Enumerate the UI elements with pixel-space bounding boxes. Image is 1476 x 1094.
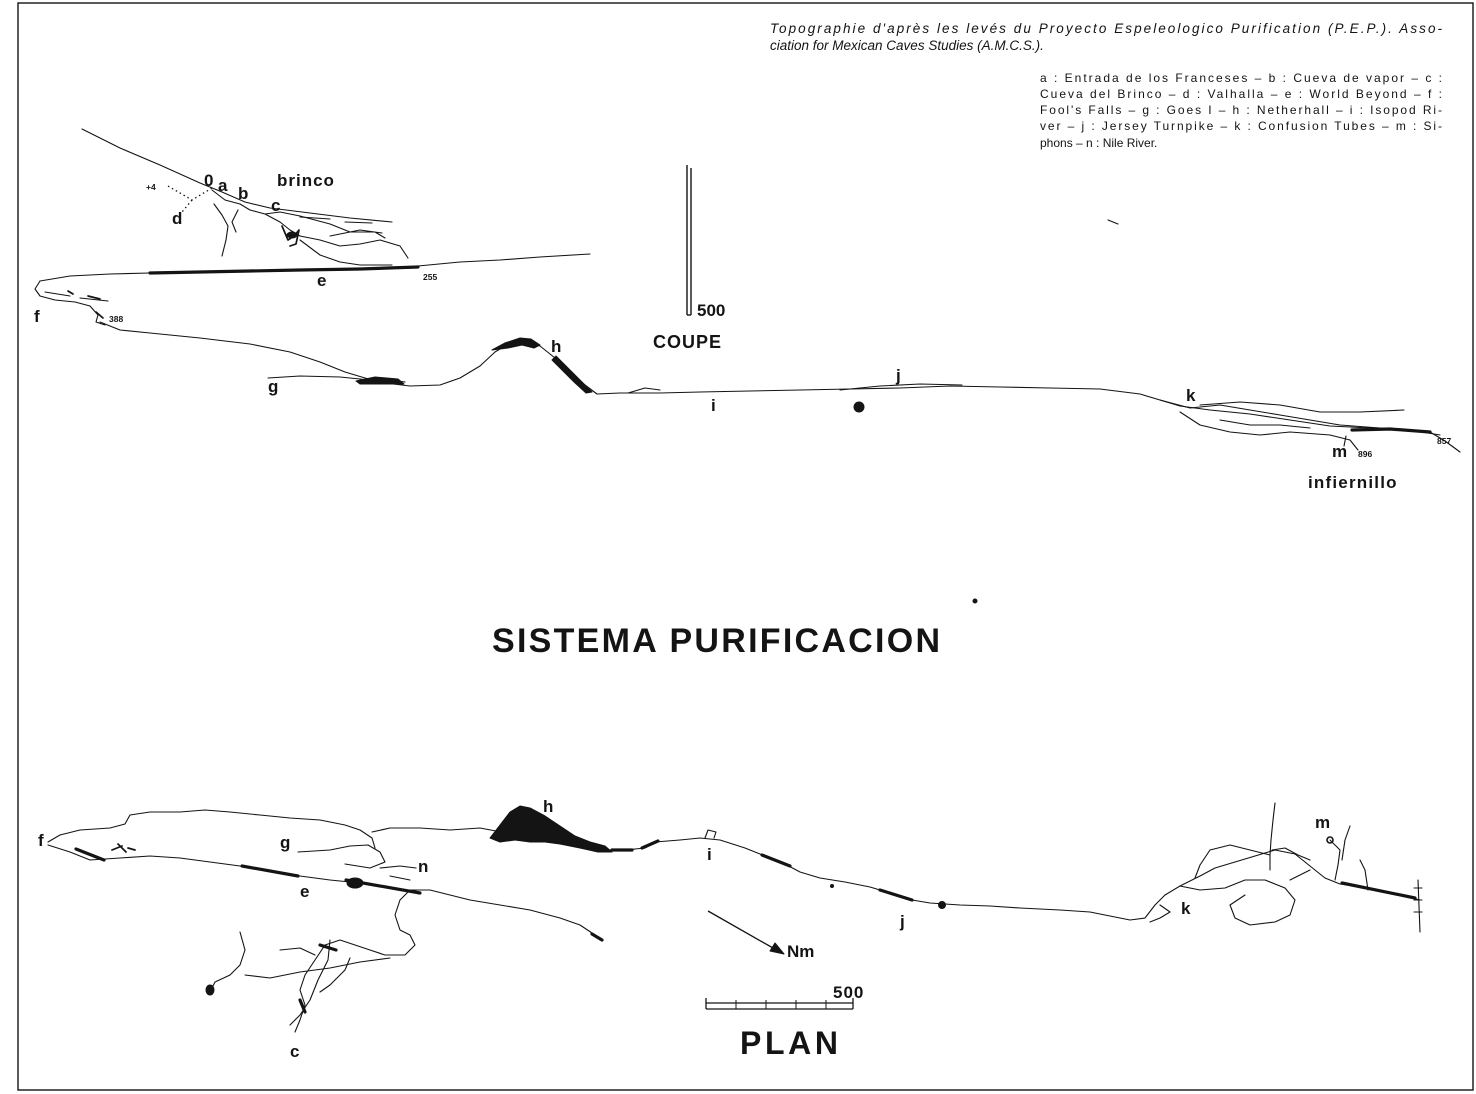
coupe-fools-falls-arrows bbox=[67, 290, 104, 319]
plan-nile-river bbox=[379, 865, 417, 881]
plan-brinco-thick bbox=[298, 932, 604, 1014]
stray-dot bbox=[972, 598, 978, 604]
plan-label-g: g bbox=[280, 833, 290, 852]
plan-netherhall-fill bbox=[489, 805, 613, 853]
coupe-scale-label: 500 bbox=[697, 301, 725, 320]
plan-label-h: h bbox=[543, 797, 553, 816]
coupe-label-infiernillo: infiernillo bbox=[1308, 473, 1398, 492]
coupe-world-beyond-west bbox=[39, 272, 151, 282]
plan-label-i: i bbox=[707, 845, 712, 864]
coupe-label-zero: 0 bbox=[204, 171, 213, 190]
coupe-siphons-passage bbox=[1350, 427, 1432, 434]
plan-south-passage-thick bbox=[74, 847, 422, 895]
plan-label-c: c bbox=[290, 1042, 299, 1061]
plan-goes-loop bbox=[297, 844, 386, 869]
plan-label-f: f bbox=[38, 831, 44, 850]
plan-fools-falls-marks bbox=[111, 843, 136, 853]
coupe-label-j: j bbox=[895, 366, 901, 385]
plan-brinco-blob bbox=[205, 984, 215, 996]
plan-label-m: m bbox=[1315, 813, 1330, 832]
credit-line-2: ciation for Mexican Caves Studies (A.M.C… bbox=[770, 38, 1044, 53]
coupe-label-d: d bbox=[172, 209, 182, 228]
coupe-surface-line bbox=[81, 128, 393, 223]
coupe-view-label: COUPE bbox=[653, 332, 722, 352]
plan-isopod-notch bbox=[704, 829, 717, 839]
plan-north-passage bbox=[47, 809, 497, 849]
stray-mark bbox=[1107, 219, 1119, 225]
plan-siphons-branches bbox=[1194, 802, 1423, 933]
coupe-label-brinco: brinco bbox=[277, 171, 335, 190]
plan-brinco-branches bbox=[209, 889, 601, 1033]
coupe-main-profile bbox=[99, 321, 1461, 453]
legend-line: Fool's Falls – g : Goes I – h : Netherha… bbox=[1040, 103, 1442, 117]
coupe-depth-m: 896 bbox=[1358, 449, 1372, 459]
plan-world-beyond-blob bbox=[346, 877, 364, 889]
coupe-scale-bar: 500 bbox=[686, 165, 725, 320]
plan-scale-label: 500 bbox=[833, 983, 864, 1002]
map-title: SISTEMA PURIFICACION bbox=[492, 622, 940, 660]
coupe-jersey-turnpike bbox=[839, 383, 963, 391]
north-arrow-icon: Nm bbox=[707, 910, 814, 961]
plan-south-passage bbox=[47, 844, 421, 894]
coupe-label-g: g bbox=[268, 377, 278, 396]
legend: a : Entrada de los Franceses – b : Cueva… bbox=[1040, 71, 1442, 150]
plan-passage-thick bbox=[610, 839, 1417, 902]
coupe-label-a: a bbox=[218, 176, 228, 195]
coupe-confusion-tubes bbox=[1159, 399, 1441, 451]
legend-line: phons – n : Nile River. bbox=[1040, 136, 1157, 150]
coupe-depth-f: 388 bbox=[109, 314, 123, 324]
plan-label-n: n bbox=[418, 857, 428, 876]
plan-label-j: j bbox=[899, 912, 905, 931]
credit-line-1: Topographie d'après les levés du Proyect… bbox=[770, 21, 1443, 36]
coupe-dotted-traverse bbox=[167, 185, 213, 213]
legend-line: a : Entrada de los Franceses – b : Cueva… bbox=[1040, 71, 1442, 85]
plan-isopod-jersey-passage bbox=[609, 837, 1421, 921]
plan-marker-dot bbox=[938, 901, 946, 909]
plan-siphon-circle bbox=[1326, 836, 1334, 844]
legend-line: Cueva del Brinco – d : Valhalla – e : Wo… bbox=[1040, 87, 1442, 101]
plan-view bbox=[47, 802, 1423, 1033]
coupe-surface-tail bbox=[299, 216, 373, 224]
coupe-world-beyond-passage bbox=[148, 265, 420, 275]
plan-label-e: e bbox=[300, 882, 309, 901]
coupe-world-beyond-east bbox=[417, 253, 591, 267]
coupe-netherhall-fill bbox=[491, 337, 593, 394]
coupe-label-m: m bbox=[1332, 442, 1347, 461]
plan-label-k: k bbox=[1181, 899, 1191, 918]
plan-confusion-tubes bbox=[1149, 879, 1296, 926]
coupe-labels: +4 0 a b brinco c d e 255 f 388 h g i j … bbox=[34, 171, 1451, 492]
north-label: Nm bbox=[787, 942, 814, 961]
coupe-profile bbox=[34, 128, 1461, 453]
coupe-label-f: f bbox=[34, 307, 40, 326]
plan-small-dot bbox=[830, 884, 834, 888]
coupe-depth-end: 857 bbox=[1437, 436, 1451, 446]
coupe-fools-falls-passage bbox=[34, 280, 109, 326]
plan-view-label: PLAN bbox=[740, 1025, 838, 1061]
coupe-isopod-notch bbox=[627, 387, 661, 394]
coupe-label-i: i bbox=[711, 396, 716, 415]
legend-line: ver – j : Jersey Turnpike – k : Confusio… bbox=[1040, 119, 1442, 133]
coupe-label-k: k bbox=[1186, 386, 1196, 405]
coupe-marker-dot bbox=[853, 401, 865, 413]
coupe-label-h: h bbox=[551, 337, 561, 356]
map-frame bbox=[17, 2, 1474, 1091]
coupe-label-c: c bbox=[271, 196, 280, 215]
plan-labels: f g n e h i j k m c bbox=[38, 797, 1330, 1061]
plan-scale-bar: 500 bbox=[705, 983, 864, 1010]
coupe-brinco-blob bbox=[286, 231, 298, 239]
coupe-label-b: b bbox=[238, 184, 248, 203]
coupe-depth-e: 255 bbox=[423, 272, 437, 282]
coupe-label-plus4: +4 bbox=[146, 182, 156, 192]
coupe-label-e: e bbox=[317, 271, 326, 290]
coupe-goes-fill bbox=[355, 376, 405, 385]
